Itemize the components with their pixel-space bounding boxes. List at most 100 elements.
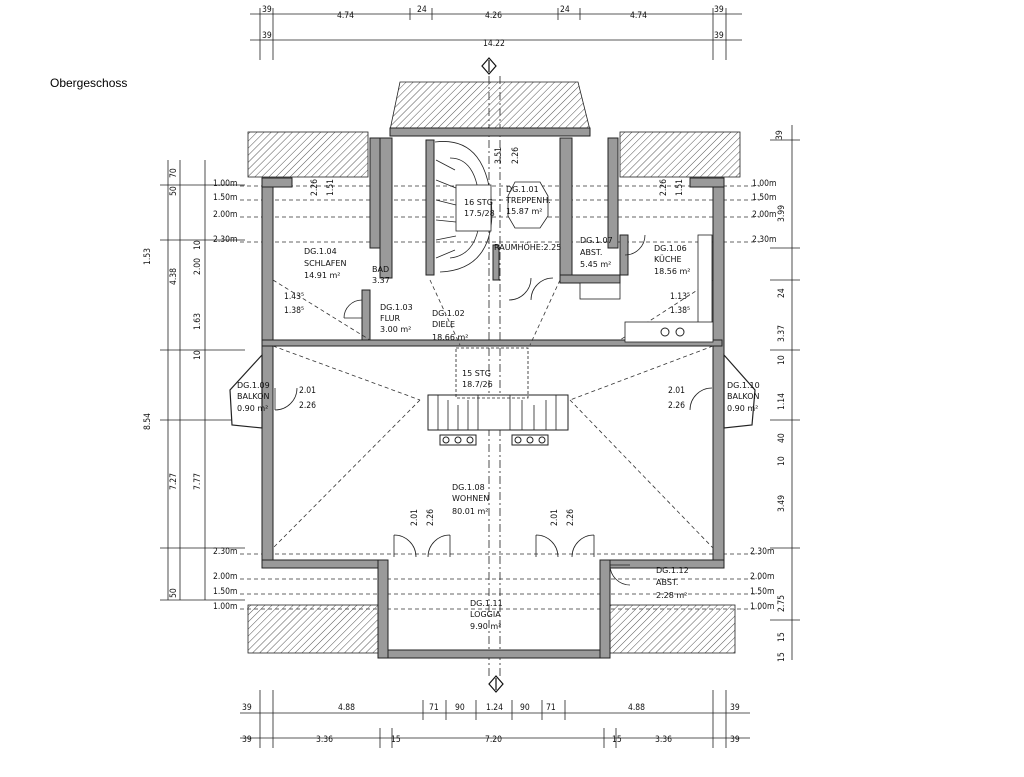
roof-height-lines xyxy=(240,76,760,676)
bottom-dim-8: 4.88 xyxy=(628,703,645,713)
left-dim-4: 4.38 xyxy=(169,268,179,285)
top-dim-10: 39 xyxy=(714,31,724,41)
balkon-r-2: 2.26 xyxy=(668,401,685,411)
top-dim-8: 39 xyxy=(262,31,272,41)
room-id-schlafen: DG.1.04 xyxy=(304,247,337,256)
left-dim-9: 8.54 xyxy=(143,413,153,430)
top-dim-7: 39 xyxy=(714,5,724,15)
room-name-diele: DIELE xyxy=(432,320,455,329)
room-labels: DG.1.01 TREPPENH. 15.87 m² 16 STG 17.5/2… xyxy=(237,185,760,631)
room-area-abst2: 2.28 m² xyxy=(656,591,687,600)
right-dim-14: 2.30m xyxy=(750,547,774,557)
stair-middle xyxy=(427,347,569,446)
bottom-dim-11: 3.36 xyxy=(316,735,333,745)
bottom-dim-14: 15 xyxy=(612,735,622,745)
right-dim-3: 1.50m xyxy=(752,193,776,203)
left-dim-18: 1.50m xyxy=(213,193,237,203)
room-name-bad: BAD xyxy=(372,265,389,274)
top-dim-4: 4.26 xyxy=(485,11,502,21)
right-dim-13: 3.49 xyxy=(777,495,787,512)
left-dim-5: 10 xyxy=(193,240,203,250)
wohnen-r-2: 2.26 xyxy=(566,509,576,526)
side-balconies xyxy=(229,353,756,429)
bottom-dim-13: 7.20 xyxy=(485,735,502,745)
room-id-loggia: DG.1.11 xyxy=(470,599,503,608)
trepp-win-1: 3.51 xyxy=(494,147,504,164)
bottom-dimension-chain: 39 4.88 71 90 1.24 90 71 4.88 39 39 3.36… xyxy=(240,675,750,748)
top-dim-9: 14.22 xyxy=(483,39,505,49)
right-dim-5: 2.30m xyxy=(752,235,776,245)
room-name-wohnen: WOHNEN xyxy=(452,494,489,503)
right-dim-9: 10 xyxy=(777,355,787,365)
kueche-win-1: 2.26 xyxy=(659,179,669,196)
room-id-wohnen: DG.1.08 xyxy=(452,483,485,492)
right-dim-18: 2.75 xyxy=(777,595,787,612)
left-dim-14: 2.00m xyxy=(213,572,237,582)
page-title: Obergeschoss xyxy=(50,76,128,90)
left-dim-6: 2.00 xyxy=(193,258,203,275)
room-id-balkon-left: DG.1.09 xyxy=(237,381,270,390)
room-name-loggia: LOGGIA xyxy=(470,610,501,619)
room-id-balkon-right: DG.1.10 xyxy=(727,381,760,390)
stair-mid-ratio: 18.7/26 xyxy=(462,380,493,389)
room-area-loggia: 9.90 m² xyxy=(470,622,501,631)
bottom-dim-12: 15 xyxy=(391,735,401,745)
right-dim-7: 24 xyxy=(777,288,787,298)
stair-top-count: 16 STG xyxy=(464,198,493,207)
bottom-dim-10: 39 xyxy=(242,735,252,745)
door-swings xyxy=(274,234,713,586)
room-name-balkon-right: BALKON xyxy=(727,392,760,401)
room-area-bad: 3.37 xyxy=(372,276,390,285)
stair-top-ratio: 17.5/28 xyxy=(464,209,495,218)
right-dim-10: 1.14 xyxy=(777,393,787,410)
schlafen-win-2: 1.51 xyxy=(326,179,336,196)
room-area-balkon-right: 0.90 m² xyxy=(727,404,758,413)
top-dim-6: 4.74 xyxy=(630,11,647,21)
schlafen-win-1: 2.26 xyxy=(310,179,320,196)
left-dim-13: 2.30m xyxy=(213,547,237,557)
wohnen-l-2: 2.26 xyxy=(426,509,436,526)
top-dim-1: 39 xyxy=(262,5,272,15)
walls xyxy=(247,81,741,659)
left-dim-20: 2.30m xyxy=(213,235,237,245)
wohnen-r-1: 2.01 xyxy=(550,509,560,526)
stair-mid-count: 15 STG xyxy=(462,369,491,378)
raumhoehe: RAUMHÖHE:2.25 xyxy=(494,242,561,252)
bottom-dim-9: 39 xyxy=(730,703,740,713)
wohnen-l-1: 2.01 xyxy=(410,509,420,526)
top-dim-5: 24 xyxy=(560,5,570,15)
left-dim-8: 10 xyxy=(193,350,203,360)
left-dim-2: 70 xyxy=(169,168,179,178)
top-dim-2: 4.74 xyxy=(337,11,354,21)
room-area-flur: 3.00 m² xyxy=(380,325,411,334)
opening-dimensions: 2.26 1.51 2.26 1.51 3.51 2.26 1.43⁵ 1.38… xyxy=(284,147,690,526)
top-dimension-chain: 39 4.74 24 4.26 24 4.74 39 39 14.22 39 xyxy=(250,5,742,75)
room-name-flur: FLUR xyxy=(380,314,401,323)
room-id-diele: DG.1.02 xyxy=(432,309,465,318)
bottom-dim-6: 90 xyxy=(520,703,530,713)
right-dim-6: 3.99 xyxy=(777,205,787,222)
right-dim-2: 1.00m xyxy=(752,179,776,189)
bottom-dim-3: 71 xyxy=(429,703,439,713)
bottom-dim-5: 1.24 xyxy=(486,703,503,713)
room-area-schlafen: 14.91 m² xyxy=(304,271,340,280)
room-area-wohnen: 80.01 m² xyxy=(452,507,488,516)
room-area-abst1: 5.45 m² xyxy=(580,260,611,269)
right-dim-12: 10 xyxy=(777,456,787,466)
right-dim-15: 2.00m xyxy=(750,572,774,582)
bottom-dim-7: 71 xyxy=(546,703,556,713)
left-dim-16: 1.00m xyxy=(213,602,237,612)
room-name-balkon-left: BALKON xyxy=(237,392,270,401)
room-id-kueche: DG.1.06 xyxy=(654,244,687,253)
left-dim-11: 7.77 xyxy=(193,473,203,490)
right-dim-1: 39 xyxy=(775,130,785,140)
room-id-abst1: DG.1.07 xyxy=(580,236,613,245)
balkon-l-1: 2.01 xyxy=(299,386,316,396)
right-dim-8: 3.37 xyxy=(777,325,787,342)
room-area-balkon-left: 0.90 m² xyxy=(237,404,268,413)
room-name-treppenh: TREPPENH. xyxy=(505,196,551,205)
room-id-abst2: DG.1.12 xyxy=(656,566,689,575)
kueche-door-2: 1.38⁵ xyxy=(670,306,690,316)
right-dim-20: 15 xyxy=(777,652,787,662)
